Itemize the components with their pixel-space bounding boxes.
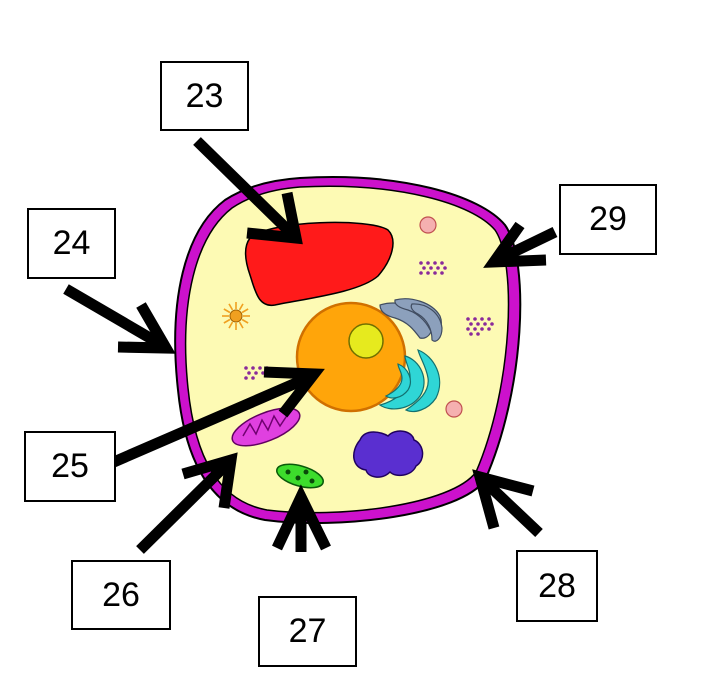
ribosome-dot bbox=[483, 322, 487, 326]
label-box-25: 25 bbox=[24, 431, 116, 502]
ribosome-dot bbox=[476, 322, 480, 326]
ribosome-dot bbox=[443, 266, 447, 270]
ribosome-dot bbox=[480, 327, 484, 331]
ribosome-dot bbox=[419, 271, 423, 275]
ribosome-dots-top bbox=[419, 261, 447, 275]
ribosome-dot bbox=[254, 371, 258, 375]
centrosome-ray bbox=[228, 321, 234, 329]
ribosome-dot bbox=[476, 332, 480, 336]
label-box-26: 26 bbox=[71, 560, 171, 630]
ribosome-dot bbox=[440, 261, 444, 265]
arrow-24 bbox=[63, 284, 165, 350]
arrowhead-25 bbox=[263, 366, 325, 418]
ribosome-dot bbox=[469, 322, 473, 326]
ribosome-dot bbox=[433, 271, 437, 275]
arrow-28 bbox=[479, 476, 543, 537]
ribosome-dot bbox=[433, 261, 437, 265]
ribosome-dot bbox=[429, 266, 433, 270]
ribosome-dot bbox=[244, 366, 248, 370]
ribosome-dot bbox=[251, 376, 255, 380]
ribosome-dot bbox=[426, 261, 430, 265]
arrow-23 bbox=[193, 137, 297, 239]
arrowhead-26 bbox=[181, 452, 238, 509]
arrow-group bbox=[63, 137, 558, 554]
ribosome-dot bbox=[426, 271, 430, 275]
centrosome-ray bbox=[228, 303, 234, 311]
arrow-29 bbox=[494, 227, 558, 265]
arrowhead-28 bbox=[472, 469, 535, 530]
golgi-grey bbox=[379, 298, 443, 342]
ribosome-dot bbox=[261, 371, 265, 375]
centrosome-ray bbox=[223, 318, 231, 324]
ribosome-dot bbox=[466, 327, 470, 331]
ribosome-dot bbox=[419, 261, 423, 265]
arrowhead-24 bbox=[117, 302, 176, 354]
arrow-26 bbox=[136, 459, 232, 554]
nucleolus bbox=[348, 323, 384, 359]
label-box-29: 29 bbox=[559, 184, 657, 255]
ribosome-dot bbox=[244, 376, 248, 380]
ribosome-dot bbox=[487, 327, 491, 331]
vesicle-right bbox=[445, 400, 463, 418]
centrosome-icon bbox=[222, 302, 250, 330]
mitochondrion bbox=[231, 407, 301, 447]
ribosome-dot bbox=[251, 366, 255, 370]
ribosome-dot bbox=[469, 332, 473, 336]
red-organelle bbox=[244, 221, 394, 306]
ribosome-dot bbox=[473, 317, 477, 321]
ribosome-dot bbox=[258, 366, 262, 370]
arrow-25 bbox=[97, 371, 313, 474]
ribosome-dot bbox=[440, 271, 444, 275]
centrosome-ray bbox=[223, 308, 231, 314]
ribosome-dot bbox=[436, 266, 440, 270]
chloroplast bbox=[276, 463, 324, 489]
ribosome-dot bbox=[466, 317, 470, 321]
golgi-cyan bbox=[378, 349, 441, 413]
label-box-27: 27 bbox=[258, 596, 357, 667]
ribosome-dot bbox=[480, 317, 484, 321]
vesicle-top bbox=[419, 216, 437, 234]
ribosome-dot bbox=[247, 371, 251, 375]
centrosome-ray bbox=[238, 303, 244, 311]
label-box-28: 28 bbox=[516, 550, 598, 622]
centrosome-ray bbox=[241, 308, 249, 314]
arrowhead-29 bbox=[483, 221, 547, 268]
ribosome-dot bbox=[490, 322, 494, 326]
ribosome-dot bbox=[422, 266, 426, 270]
vacuole bbox=[353, 430, 424, 478]
ribosome-dot bbox=[487, 317, 491, 321]
centrosome-ray bbox=[238, 321, 244, 329]
ribosome-dots-right bbox=[466, 317, 494, 336]
label-box-23: 23 bbox=[160, 61, 249, 131]
ribosome-dot bbox=[473, 327, 477, 331]
centrosome-ray bbox=[241, 318, 249, 324]
arrowhead-27 bbox=[272, 484, 331, 551]
arrowhead-23 bbox=[246, 191, 303, 245]
label-box-24: 24 bbox=[27, 208, 116, 279]
